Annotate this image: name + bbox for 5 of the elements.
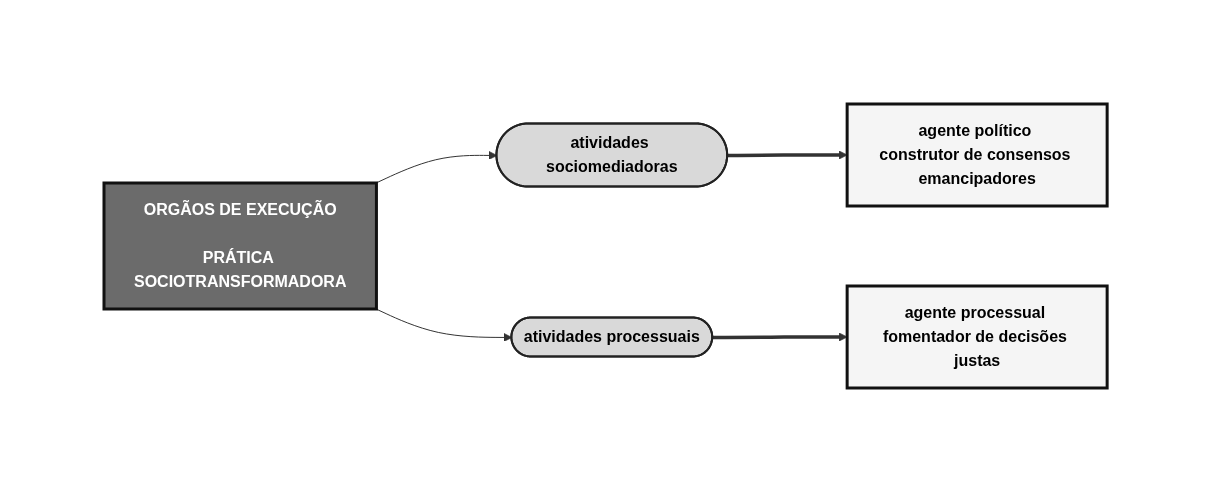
node-box: agente processual fomentador de decisões justas xyxy=(846,284,1110,389)
arrow xyxy=(728,150,848,159)
node-box: ORGÃOS DE EXECUÇÃO PRÁTICA SOCIOTRANSFORMADORA xyxy=(102,181,379,310)
arrow xyxy=(713,332,848,341)
node-box: agente político construtor de consensos emancipadores xyxy=(846,102,1110,207)
